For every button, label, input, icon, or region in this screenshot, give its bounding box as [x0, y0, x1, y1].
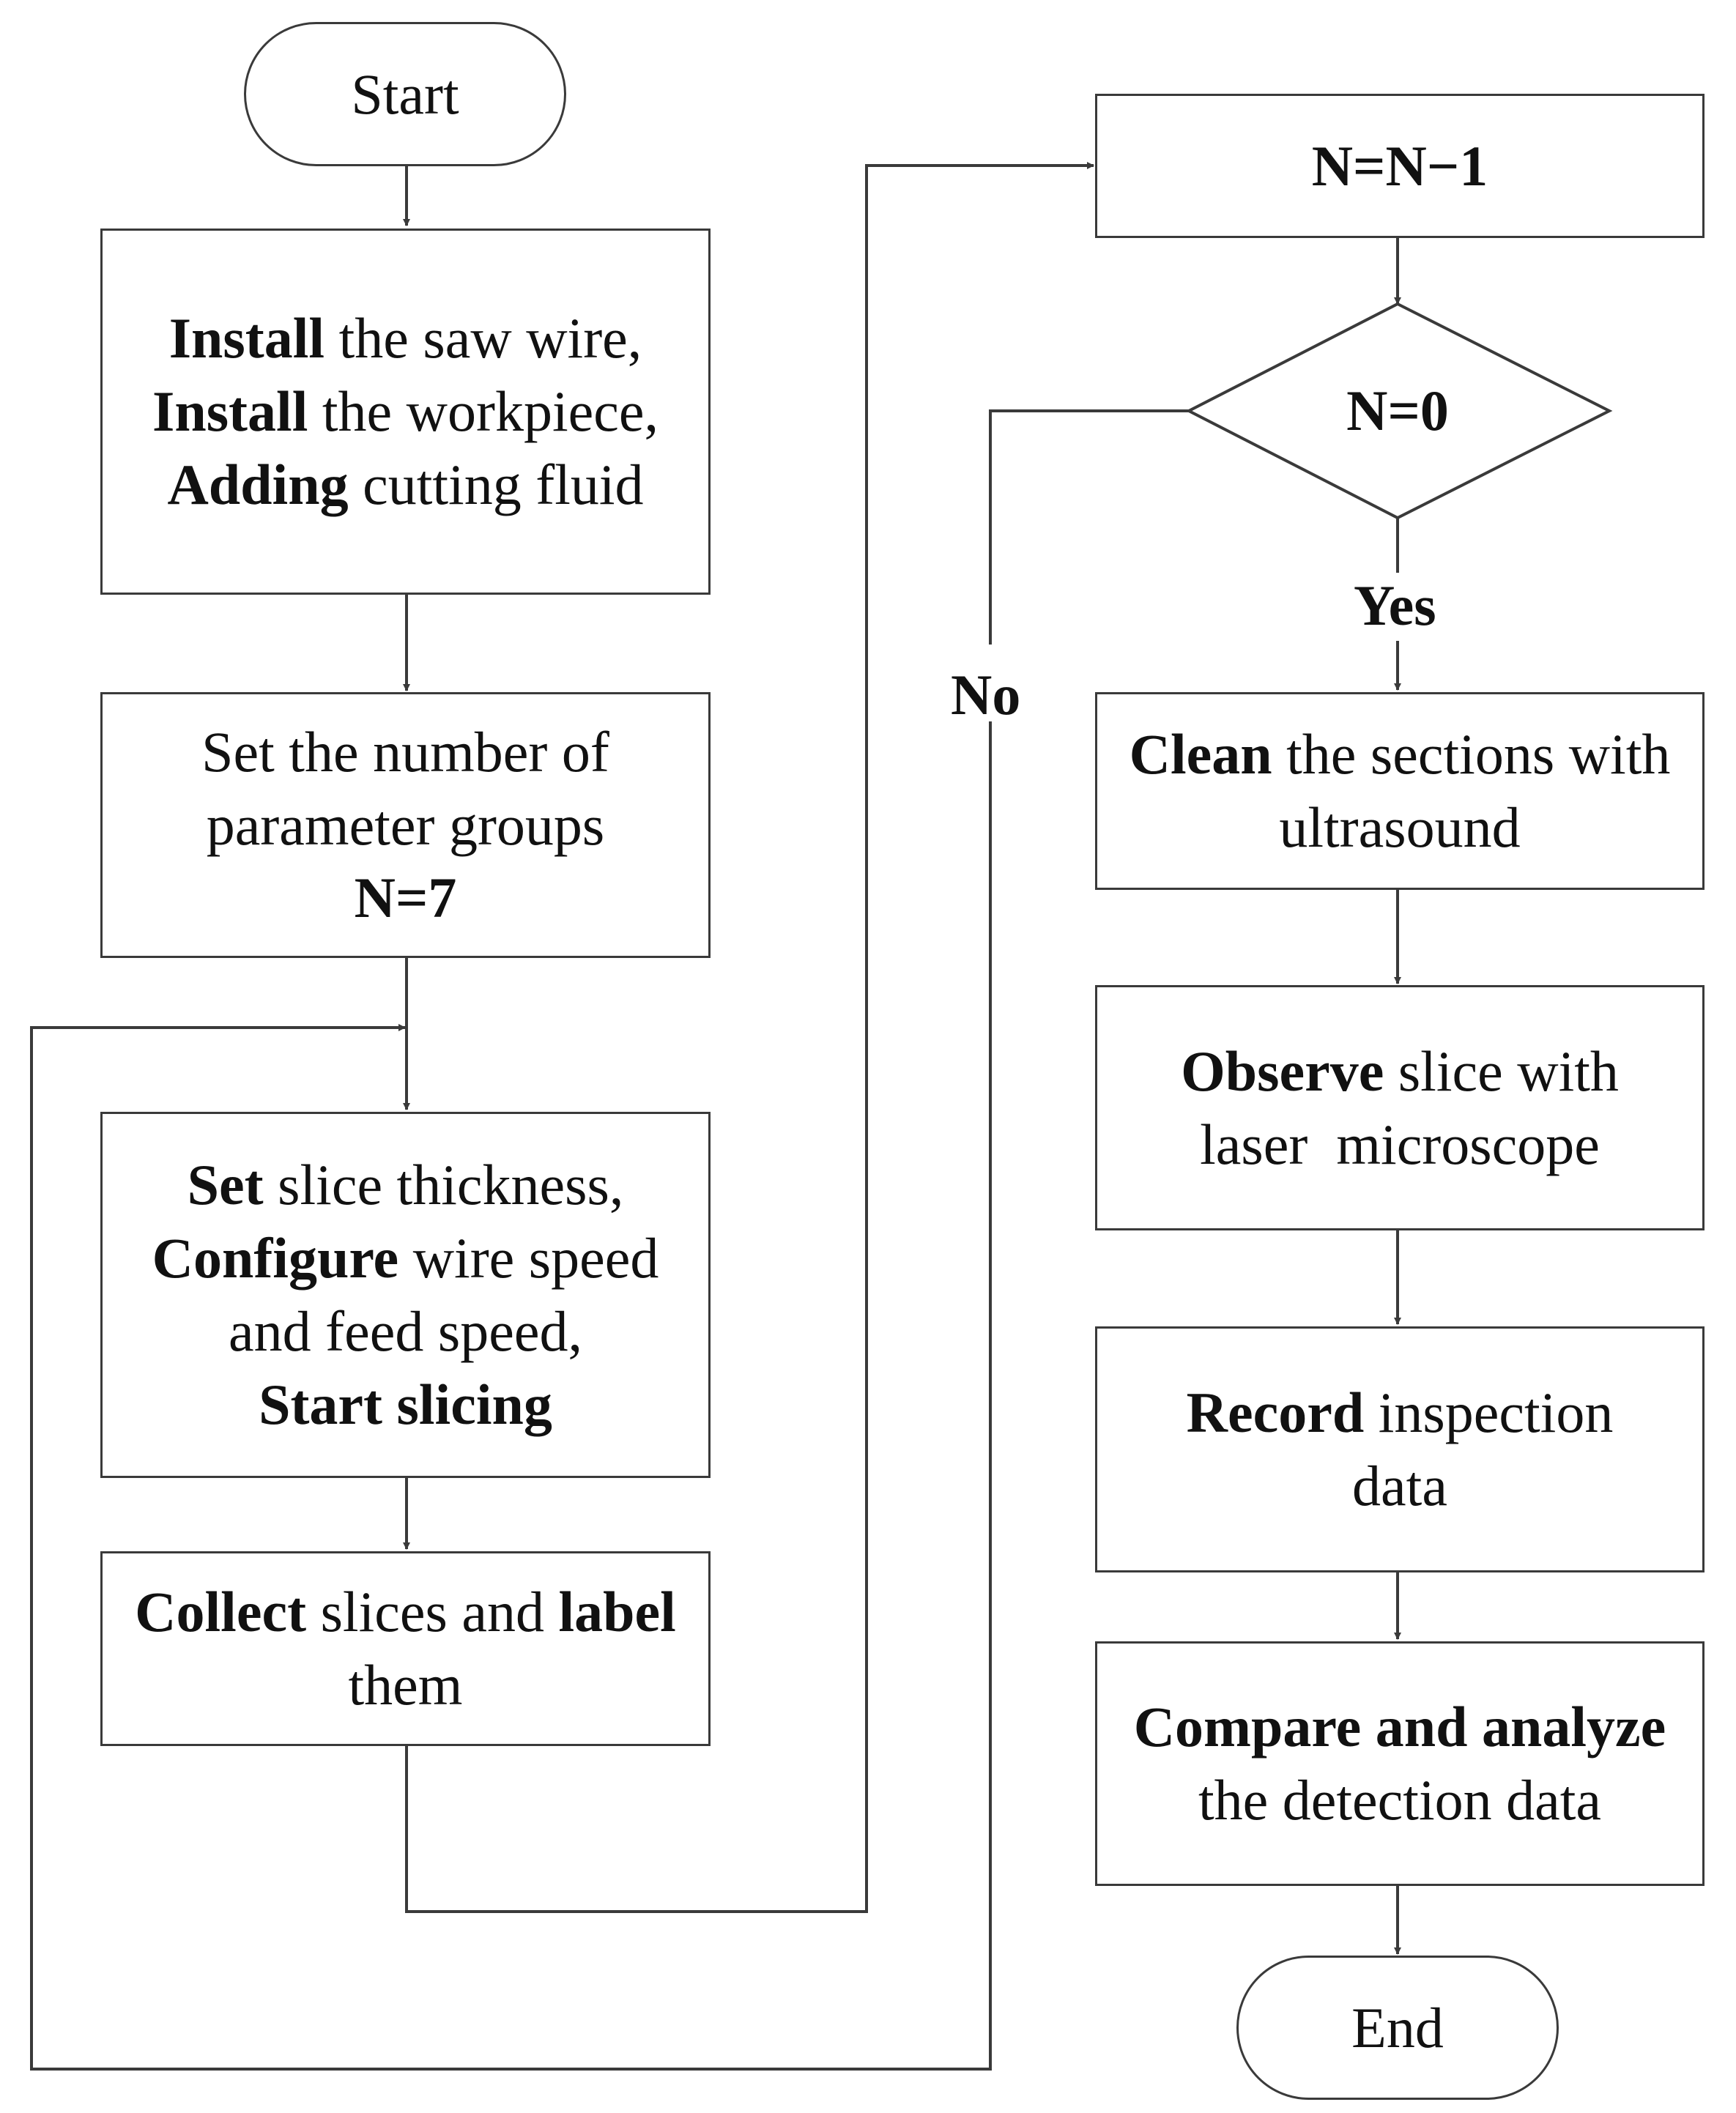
collect-line-1: Collect slices and label [135, 1580, 676, 1644]
slicing-line-3: and feed speed, [229, 1299, 582, 1363]
record-line-1: Record inspection [1186, 1381, 1614, 1445]
clean-box: Clean the sections with ultrasound [1095, 692, 1705, 890]
observe-box: Observe slice with laser microscope [1095, 985, 1705, 1230]
start-label: Start [351, 62, 459, 126]
edge-label-no: No [951, 663, 1021, 727]
start-terminal: Start [244, 22, 566, 166]
arrow-decision-no-loop [30, 721, 992, 2071]
set-groups-line-2: parameter groups [206, 792, 605, 857]
slicing-box: Set slice thickness, Configure wire spee… [100, 1112, 711, 1478]
decision-label: N=0 [1346, 379, 1449, 442]
install-step-box: Install the saw wire, Install the workpi… [100, 229, 711, 595]
slicing-line-1: Set slice thickness, [187, 1153, 624, 1217]
observe-line-1: Observe slice with [1181, 1039, 1619, 1103]
install-line-2: Install the workpiece, [152, 379, 659, 444]
arrow-decision-no-top [989, 409, 1189, 645]
observe-line-2: laser microscope [1200, 1112, 1600, 1176]
decrement-box: N=N−1 [1095, 94, 1705, 238]
clean-line-1: Clean the sections with [1129, 722, 1671, 787]
record-box: Record inspection data [1095, 1326, 1705, 1572]
collect-line-2: them [348, 1653, 463, 1717]
arrow-collect-to-decrement [405, 162, 1094, 1913]
set-groups-line-1: Set the number of [201, 719, 609, 784]
set-groups-line-3: N=7 [354, 866, 457, 930]
slicing-line-2: Configure wire speed [152, 1226, 659, 1291]
compare-box: Compare and analyze the detection data [1095, 1641, 1705, 1886]
decision-diamond [1185, 302, 1613, 520]
collect-box: Collect slices and label them [100, 1551, 711, 1746]
edge-label-yes: Yes [1354, 573, 1436, 637]
install-line-1: Install the saw wire, [168, 306, 642, 371]
record-line-2: data [1352, 1454, 1447, 1518]
end-label: End [1351, 1995, 1444, 2060]
slicing-line-4: Start slicing [259, 1372, 552, 1436]
compare-line-1: Compare and analyze [1133, 1695, 1666, 1759]
set-groups-box: Set the number of parameter groups N=7 [100, 692, 711, 958]
compare-line-2: the detection data [1198, 1768, 1602, 1832]
decrement-label: N=N−1 [1311, 133, 1488, 198]
install-line-3: Adding cutting fluid [167, 452, 644, 516]
clean-line-2: ultrasound [1279, 795, 1521, 859]
end-terminal: End [1236, 1956, 1559, 2100]
